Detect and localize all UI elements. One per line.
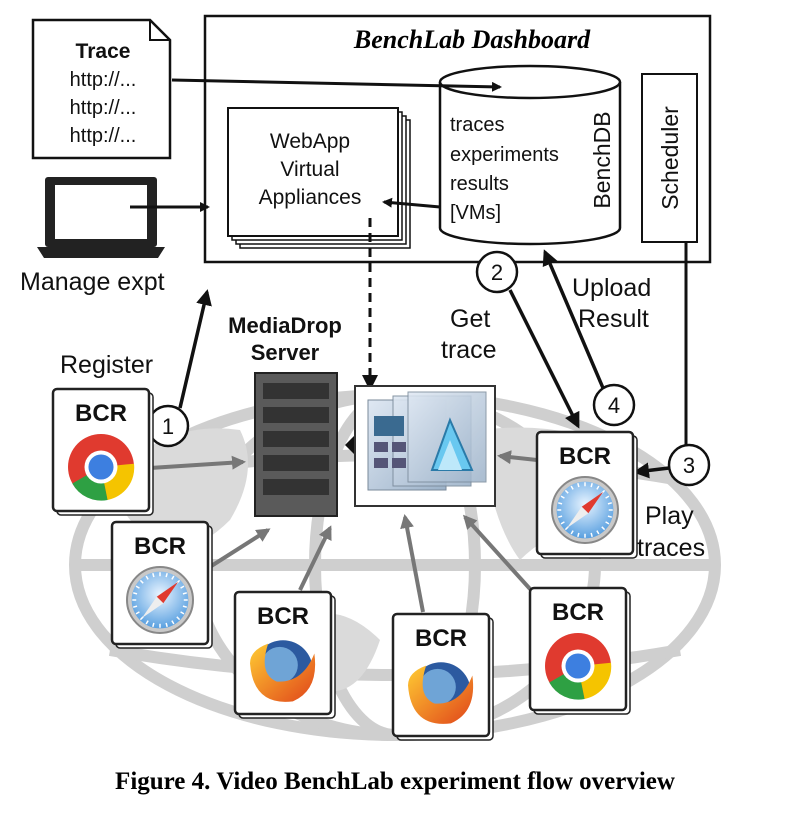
bcr-label: BCR xyxy=(559,443,611,470)
benchdb-item-experiments: experiments xyxy=(450,144,559,166)
laptop-icon xyxy=(37,177,165,258)
firefox-icon xyxy=(250,640,316,702)
bcr-client-5: BCR xyxy=(528,586,631,715)
bcr-client-3: BCR xyxy=(233,590,336,719)
server-label-line-1: MediaDrop xyxy=(228,313,342,338)
benchdb-item-results: results xyxy=(450,173,509,195)
firefox-icon xyxy=(408,662,474,724)
step-3-number: 3 xyxy=(683,453,695,478)
server-label-line-2: Server xyxy=(251,340,320,365)
webapp-line-1: WebApp xyxy=(270,130,350,153)
trace-url-1: http://... xyxy=(70,69,137,91)
client-request-arrows xyxy=(149,450,542,613)
get-trace-label-line-2: trace xyxy=(441,336,497,364)
chrome-icon xyxy=(68,434,135,501)
upload-result-arrow xyxy=(542,249,605,389)
bcr-label: BCR xyxy=(415,625,467,652)
webapp-line-3: Appliances xyxy=(259,186,362,209)
chrome-icon xyxy=(545,633,612,700)
step-2-circle: 2 xyxy=(475,250,519,294)
trace-url-2: http://... xyxy=(70,97,137,119)
upload-result-label-line-2: Result xyxy=(578,305,649,333)
upload-result-label-line-1: Upload xyxy=(572,274,651,302)
register-label: Register xyxy=(60,351,153,379)
benchdb-label: BenchDB xyxy=(589,111,615,208)
trace-url-3: http://... xyxy=(70,125,137,147)
register-arrow xyxy=(178,289,212,409)
step-1-number: 1 xyxy=(162,414,174,439)
step-3-circle: 3 xyxy=(667,443,711,487)
manage-expt-label: Manage expt xyxy=(20,268,165,296)
bcr-client-6: BCR xyxy=(535,430,638,559)
bcr-client-2: BCR xyxy=(110,520,213,649)
benchdb-item-traces: traces xyxy=(450,114,504,136)
bcr-label: BCR xyxy=(75,400,127,427)
scheduler-box xyxy=(641,73,698,243)
play-traces-label-line-2: traces xyxy=(637,534,705,562)
step-2-number: 2 xyxy=(491,260,503,285)
step-4-number: 4 xyxy=(608,393,620,418)
step-1-circle: 1 xyxy=(146,404,190,448)
benchdb-cylinder: traces experiments results [VMs] BenchDB xyxy=(438,64,622,246)
video-website-screenshot xyxy=(345,385,496,507)
trace-to-db-arrow xyxy=(171,78,502,92)
safari-icon xyxy=(126,566,194,634)
db-to-webapp-arrow xyxy=(382,197,441,209)
play-traces-label-line-1: Play xyxy=(645,502,694,530)
bcr-label: BCR xyxy=(257,603,309,630)
scheduler-label: Scheduler xyxy=(657,106,683,210)
webapp-virtual-appliances: WebApp Virtual Appliances xyxy=(227,107,411,249)
trace-title: Trace xyxy=(76,40,131,63)
play-traces-arrow xyxy=(633,462,670,479)
bcr-client-4: BCR xyxy=(391,612,494,741)
benchdb-item-vms: [VMs] xyxy=(450,202,501,224)
webapp-line-2: Virtual xyxy=(280,158,339,181)
get-trace-arrow xyxy=(508,289,580,429)
get-trace-label-line-1: Get xyxy=(450,305,490,333)
figure-caption: Figure 4. Video BenchLab experiment flow… xyxy=(115,768,675,795)
safari-icon xyxy=(551,476,619,544)
bcr-client-1: BCR xyxy=(51,387,154,516)
bcr-label: BCR xyxy=(552,599,604,626)
step-4-circle: 4 xyxy=(592,383,636,427)
dashboard-title: BenchLab Dashboard xyxy=(353,25,591,54)
bcr-clients: BCR BCR BCR BCR BCR BCR xyxy=(51,387,638,741)
bcr-label: BCR xyxy=(134,533,186,560)
trace-document: Trace http://... http://... http://... xyxy=(31,18,172,160)
mediadrop-server-icon xyxy=(254,372,338,517)
